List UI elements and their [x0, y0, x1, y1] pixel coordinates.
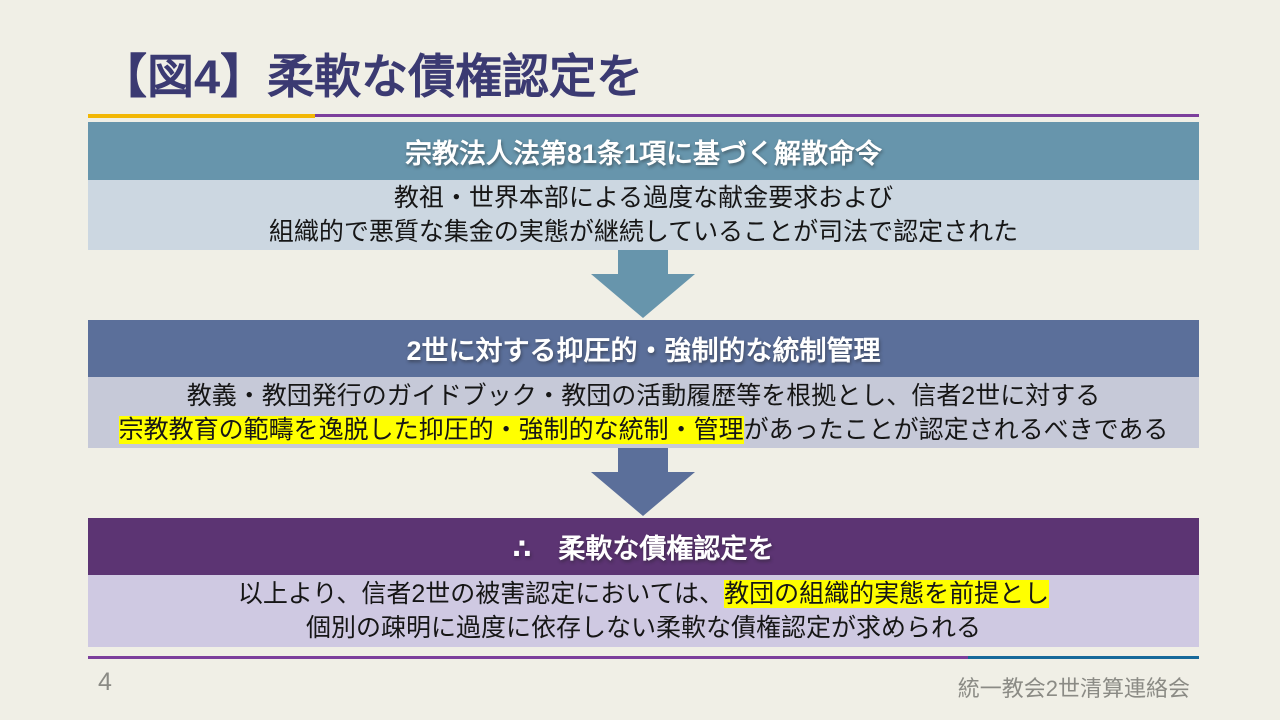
box2-body: 教義・教団発行のガイドブック・教団の活動履歴等を根拠とし、信者2世に対する 宗教… — [88, 377, 1199, 448]
box3-header: ∴ 柔軟な債権認定を — [88, 518, 1199, 575]
box3-body-line1-text: 以上より、信者2世の被害認定においては、 — [237, 580, 725, 608]
box3-body-line2: 個別の疎明に過度に依存しない柔軟な債権認定が求められる — [306, 611, 981, 645]
box2-body-line1-text: 教義・教団発行のガイドブック・教団の活動履歴等を根拠とし、信者2世に対する — [186, 381, 1101, 410]
title-underline-purple-segment — [315, 114, 1199, 117]
box3-body: 以上より、信者2世の被害認定においては、教団の組織的実態を前提とし 個別の疎明に… — [88, 575, 1199, 647]
box1-body-line1-text: 教祖・世界本部による過度な献金要求および — [393, 184, 894, 212]
box1-body-line1: 教祖・世界本部による過度な献金要求および — [394, 181, 893, 215]
box2-body-line2: 宗教教育の範疇を逸脱した抑圧的・強制的な統制・管理があったことが認定されるべきで… — [118, 413, 1169, 447]
title-underline — [88, 114, 1199, 118]
flow-box-dissolution-order: 宗教法人法第81条1項に基づく解散命令 教祖・世界本部による過度な献金要求および… — [88, 122, 1199, 250]
footer-divider-purple-segment — [88, 656, 968, 659]
page-number: 4 — [98, 668, 112, 696]
box1-header: 宗教法人法第81条1項に基づく解散命令 — [88, 122, 1199, 180]
down-arrow-icon — [591, 448, 695, 516]
box2-body-line2-highlighted-text: 宗教教育の範疇を逸脱した抑圧的・強制的な統制・管理 — [118, 415, 744, 444]
page-title: 【図4】柔軟な債権認定を — [100, 50, 644, 103]
box3-body-line2-text: 個別の疎明に過度に依存しない柔軟な債権認定が求められる — [305, 614, 981, 642]
footer-divider-teal-segment — [968, 656, 1199, 659]
box2-header: 2世に対する抑圧的・強制的な統制管理 — [88, 320, 1199, 377]
box3-body-line1-highlighted-text: 教団の組織的実態を前提とし — [724, 580, 1050, 608]
box2-body-line2-text: があったことが認定されるべきである — [743, 415, 1169, 444]
title-underline-yellow-segment — [88, 114, 315, 118]
down-arrow-icon — [591, 250, 695, 318]
footer-divider — [88, 656, 1199, 659]
box1-body-line2-text: 組織的で悪質な集金の実態が継続していることが司法で認定された — [268, 218, 1019, 246]
footer-organization-name: 統一教会2世清算連絡会 — [957, 676, 1190, 701]
flow-box-control-management: 2世に対する抑圧的・強制的な統制管理 教義・教団発行のガイドブック・教団の活動履… — [88, 320, 1199, 448]
box2-body-line1: 教義・教団発行のガイドブック・教団の活動履歴等を根拠とし、信者2世に対する — [187, 379, 1100, 413]
box1-body-line2: 組織的で悪質な集金の実態が継続していることが司法で認定された — [269, 215, 1018, 249]
box3-body-line1: 以上より、信者2世の被害認定においては、教団の組織的実態を前提とし — [237, 577, 1050, 611]
flow-box-conclusion: ∴ 柔軟な債権認定を 以上より、信者2世の被害認定においては、教団の組織的実態を… — [88, 518, 1199, 647]
box1-body: 教祖・世界本部による過度な献金要求および 組織的で悪質な集金の実態が継続している… — [88, 180, 1199, 250]
